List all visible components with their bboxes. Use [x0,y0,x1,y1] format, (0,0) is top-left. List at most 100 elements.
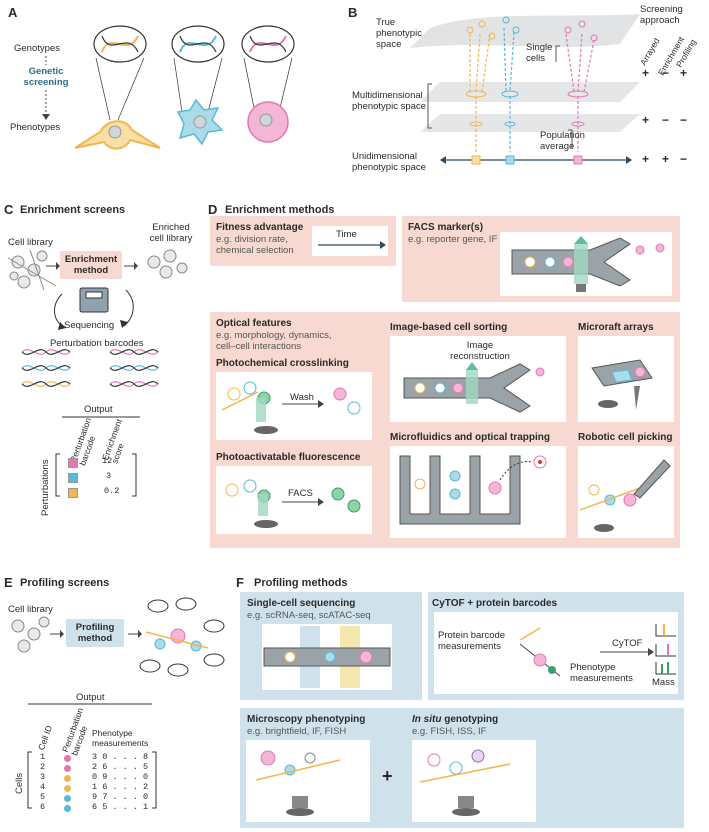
row3-arrayed: + [642,152,650,166]
wash-label: Wash [290,392,314,403]
score-2: 3 [106,471,112,481]
sc-seq-sub: e.g. scRNA-seq, scATAC-seq [247,610,371,621]
pheno-vals-1: 3 0 . . . 8 [92,752,149,762]
panel-e-title: Profiling screens [20,577,110,589]
panel-c-letter: C [4,202,14,217]
insitu-title-italic: In situ [412,714,442,725]
optical-title: Optical features [216,318,292,329]
barcode-dot-4 [64,785,71,792]
output-label-c: Output [84,404,113,415]
microraft-box [578,336,674,422]
single-cells-label: Single cells [526,42,553,64]
pheno-vals-2: 2 6 . . . 5 [92,762,149,772]
score-3: 0.2 [104,486,120,496]
protein-barcode-label: Protein barcode measurements [438,630,506,652]
robotic-title: Robotic cell picking [578,432,673,443]
score-1: 12 [102,456,113,466]
photochem-box [216,372,372,440]
robotic-box [578,446,674,538]
row2-arrayed: + [642,113,650,127]
cells-row-label: Cells [14,772,25,794]
time-label: Time [336,229,357,240]
barcode-swatch-yellow [68,488,78,498]
cytof-illustration-box [434,612,678,694]
dna-genotype-yellow [93,25,147,121]
screening-approach-label: Screening approach [640,4,683,26]
image-recon-label: Image reconstruction [450,340,510,362]
barcode-dot-3 [64,775,71,782]
dna-genotype-pink [241,25,295,109]
insitu-illustration-box [412,740,536,822]
cell-id-1: 1 [40,752,46,762]
photoact-box [216,466,372,534]
output-label-e: Output [76,692,105,703]
cell-id-6: 6 [40,802,46,812]
insitu-sub: e.g. FISH, ISS, IF [412,726,487,737]
barcode-dot-5 [64,795,71,802]
photochem-title: Photochemical crosslinking [216,358,349,369]
panel-b-letter: B [348,5,358,20]
enriched-library-label: Enriched cell library [149,222,193,244]
insitu-title: In situ genotyping [412,714,498,726]
panel-f-letter: F [236,575,244,590]
panel-f-title: Profiling methods [254,577,348,589]
sc-seq-title: Single-cell sequencing [247,598,356,609]
genetic-screening-label: Genetic screening [23,66,69,88]
pheno-vals-5: 9 7 . . . 0 [92,792,149,802]
col-phenotype-measurements: Phenotype measurements [92,728,149,748]
cell-library-label-c: Cell library [8,237,53,248]
genotypes-label: Genotypes [14,43,60,54]
fitness-title: Fitness advantage [216,222,304,233]
profiling-method-box: Profiling method [66,619,124,647]
pheno-vals-6: 6 5 . . . 1 [92,802,149,812]
panel-e-letter: E [4,575,13,590]
panel-c-title: Enrichment screens [20,204,126,216]
true-phenotypic-space-label: True phenotypic space [376,17,422,50]
mass-label: Mass [652,677,675,688]
row3-profiling: − [680,152,688,166]
cell-id-5: 5 [40,792,46,802]
microfluid-title: Microfluidics and optical trapping [390,432,551,443]
cytof-title: CyTOF + protein barcodes [432,598,558,609]
pheno-vals-4: 1 6 . . . 2 [92,782,149,792]
micro-illustration-box [246,740,370,822]
micro-sub: e.g. brightfield, IF, FISH [247,726,347,737]
enrichment-method-box: Enrichment method [60,251,122,279]
barcode-dot-6 [64,805,71,812]
row2-enrichment: − [662,113,670,127]
fitness-sub: e.g. division rate, chemical selection [216,234,294,256]
facs-label: FACS [288,488,313,499]
phenotype-meas-label: Phenotype measurements [570,662,633,684]
sc-seq-illustration-box [262,624,392,690]
unidimensional-space-label: Unidimensional phenotypic space [352,151,426,173]
image-sort-title: Image-based cell sorting [390,322,508,333]
microraft-title: Microraft arrays [578,322,654,333]
cell-id-3: 3 [40,772,46,782]
row1-enrichment: − [662,66,670,80]
panel-d-title: Enrichment methods [225,204,335,216]
dna-genotype-blue [171,25,225,113]
pheno-vals-3: 0 9 . . . 0 [92,772,149,782]
cell-id-2: 2 [40,762,46,772]
population-average-label: Population average [540,130,585,152]
barcode-dot-2 [64,765,71,772]
microfluid-box [390,446,566,538]
row1-profiling: + [680,66,688,80]
micro-title: Microscopy phenotyping [247,714,366,725]
cell-library-label-e: Cell library [8,604,53,615]
facs-title: FACS marker(s) [408,222,484,233]
panel-d-letter: D [208,202,218,217]
multidimensional-space-label: Multidimensional phenotypic space [352,90,426,112]
facs-illustration-box [500,232,672,296]
barcode-swatch-blue [68,473,78,483]
barcode-dot-1 [64,755,71,762]
sequencing-label: Sequencing [64,320,115,331]
plus-sign: + [382,766,393,786]
row1-arrayed: + [642,66,650,80]
perturbations-row-label: Perturbations [40,459,51,516]
phenotypes-label: Phenotypes [10,122,61,133]
col-cell-id: Cell ID [36,724,55,752]
barcode-swatch-pink [68,458,78,468]
col-perturbation-barcode-e: Perturbation barcode [60,706,90,757]
cell-id-4: 4 [40,782,46,792]
